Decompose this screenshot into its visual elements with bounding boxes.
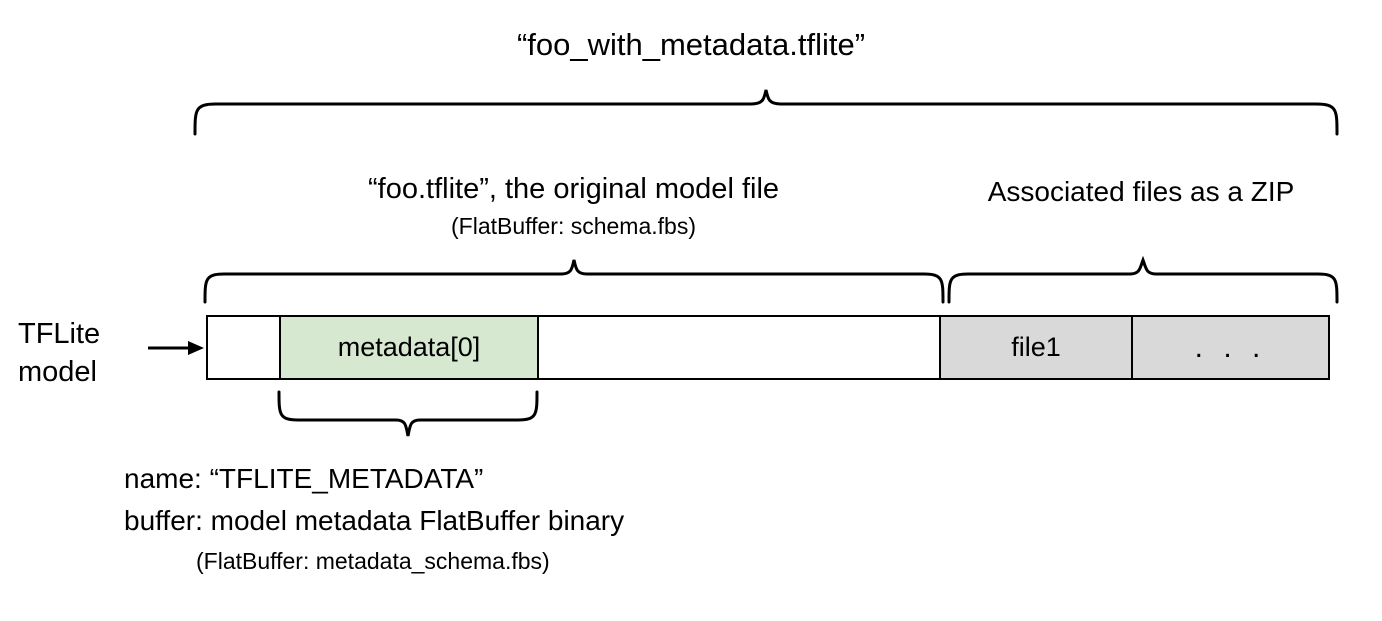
bar-cell-body [537,317,939,378]
model-file-sublabel: (FlatBuffer: schema.fbs) [451,213,696,239]
annotation-schema: (FlatBuffer: metadata_schema.fbs) [196,548,550,574]
model-file-label: “foo.tflite”, the original model file [367,173,780,205]
bar-cell-file1: file1 [939,317,1131,378]
brace-model-file [203,259,945,304]
annotation-name: name: “TFLITE_METADATA” [124,463,484,494]
brace-overall-file [193,89,1339,136]
diagram-title: “foo_with_metadata.tflite” [516,27,866,62]
annotation-buffer: buffer: model metadata FlatBuffer binary [124,505,625,536]
bar-cell-head [208,317,279,378]
right-arrow-icon [148,341,204,355]
brace-metadata-detail [277,390,539,437]
bar-cell-metadata: metadata[0] [279,317,537,378]
bar-cell-more: . . . [1131,317,1328,378]
brace-zip-files [947,255,1339,304]
zip-label: Associated files as a ZIP [987,176,1295,207]
tflite-model-bar: metadata[0] file1 . . . [206,315,1330,380]
tflite-model-label: TFLite model [18,318,101,388]
